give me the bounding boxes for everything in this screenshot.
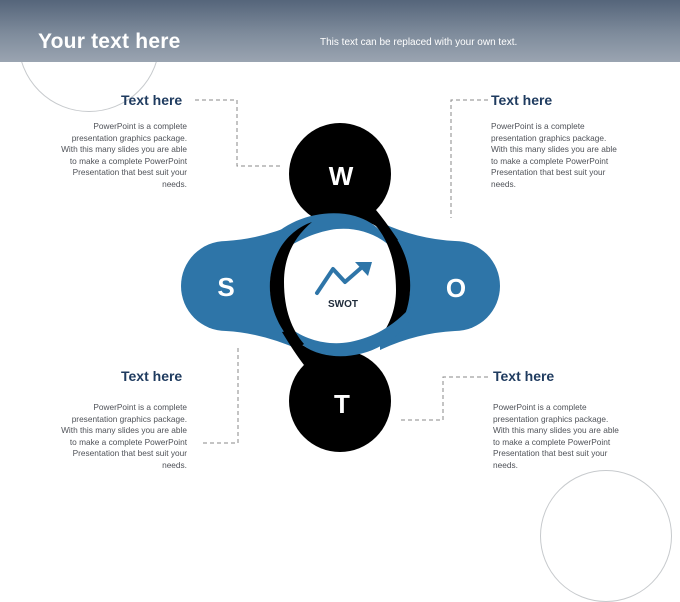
connector-bottom-right bbox=[398, 376, 488, 421]
connector-top-left bbox=[195, 99, 283, 167]
center-label: SWOT bbox=[328, 299, 358, 310]
trend-arrow-icon bbox=[315, 266, 363, 295]
heading-bottom-right: Text here bbox=[493, 368, 555, 384]
body-bottom-left: PowerPoint is a complete presentation gr… bbox=[61, 402, 187, 470]
t-label: T bbox=[334, 389, 350, 419]
connector-bottom-left bbox=[203, 348, 239, 444]
s-label: S bbox=[217, 272, 234, 302]
header-bar: Your text here This text can be replaced… bbox=[0, 0, 680, 62]
swirl-arc-blue-top bbox=[266, 213, 390, 262]
trend-arrowhead-icon bbox=[355, 262, 372, 276]
heading-top-right: Text here bbox=[491, 92, 553, 108]
body-top-right: PowerPoint is a complete presentation gr… bbox=[491, 121, 617, 189]
center-disc bbox=[270, 216, 410, 356]
body-top-left: PowerPoint is a complete presentation gr… bbox=[61, 121, 187, 189]
w-label: W bbox=[329, 161, 354, 191]
connector-top-right bbox=[450, 99, 488, 218]
page-subtitle: This text can be replaced with your own … bbox=[320, 37, 518, 48]
swirl-arc-black-left bbox=[269, 222, 312, 348]
heading-top-left: Text here bbox=[121, 92, 183, 108]
page-title: Your text here bbox=[38, 30, 181, 53]
swot-diagram: W S O T SWOT bbox=[181, 99, 500, 452]
heading-bottom-left: Text here bbox=[121, 368, 183, 384]
o-label: O bbox=[446, 273, 466, 303]
body-bottom-right: PowerPoint is a complete presentation gr… bbox=[493, 402, 619, 470]
swirl-arc-blue-bottom bbox=[290, 306, 412, 357]
